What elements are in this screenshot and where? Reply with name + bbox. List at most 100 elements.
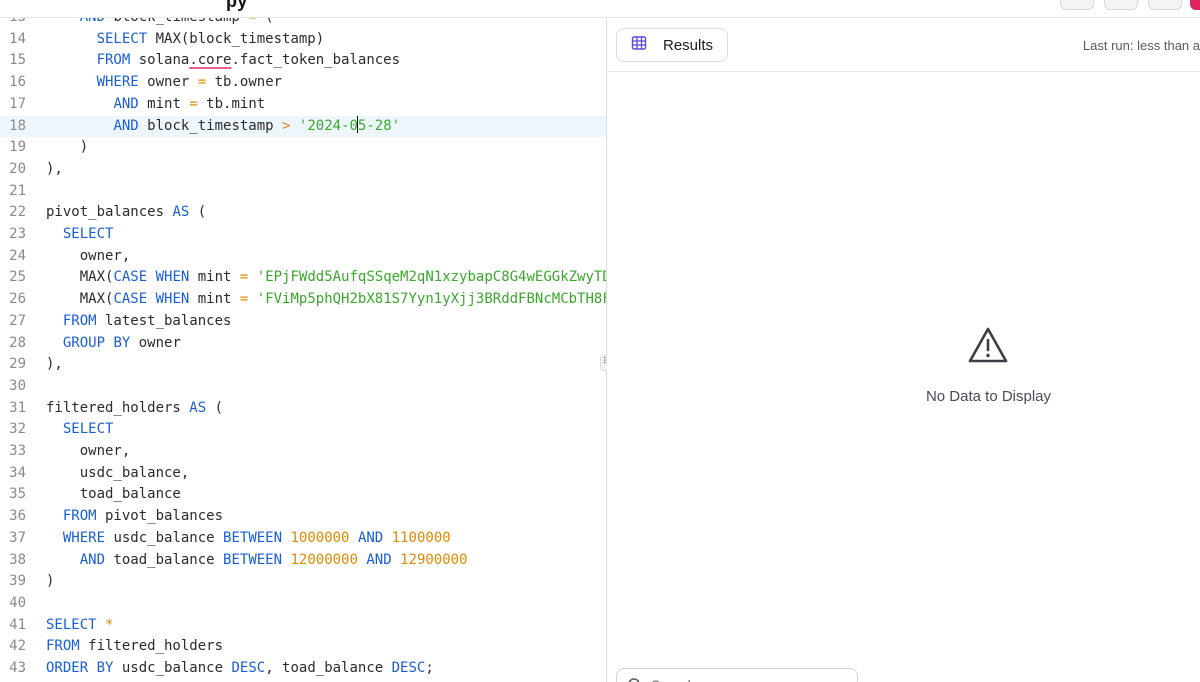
- code-token: [350, 530, 358, 546]
- sql-keyword: WHERE: [96, 74, 139, 91]
- code-token: [248, 269, 256, 285]
- line-number: 35: [9, 486, 26, 503]
- code-token: [88, 660, 96, 676]
- sql-keyword: FROM: [62, 312, 97, 329]
- sql-code-editor[interactable]: 13 AND block_timestamp = (14 SELECT MAX(…: [0, 18, 606, 682]
- operator: =: [189, 95, 198, 112]
- code-line[interactable]: 20),: [0, 159, 606, 181]
- code-line[interactable]: 35 toad_balance: [0, 484, 606, 506]
- code-line[interactable]: 25 MAX(CASE WHEN mint = 'EPjFWdd5AufqSSq…: [0, 267, 606, 289]
- code-token: (: [189, 204, 207, 221]
- code-token: MAX(: [46, 291, 114, 308]
- code-token: [46, 52, 97, 68]
- results-header: Results Last run: less than a: [607, 18, 1200, 72]
- line-number: 17: [9, 95, 26, 112]
- sql-keyword: SELECT: [96, 30, 148, 47]
- code-token: ): [46, 139, 89, 156]
- code-line[interactable]: 18 AND block_timestamp > '2024-05-28': [0, 115, 606, 138]
- line-number: 13: [0, 18, 26, 29]
- code-line[interactable]: 39): [0, 571, 606, 593]
- line-number: 18: [9, 117, 26, 134]
- code-token: ),: [46, 160, 63, 177]
- sql-keyword: DESC: [231, 660, 266, 676]
- code-token: block_timestamp: [138, 117, 283, 134]
- code-line[interactable]: 37 WHERE usdc_balance BETWEEN 1000000 AN…: [0, 528, 606, 550]
- code-token: pivot_balances: [46, 204, 173, 221]
- code-line[interactable]: 16 WHERE owner = tb.owner: [0, 72, 606, 94]
- line-number: 37: [9, 529, 26, 546]
- line-number: 34: [9, 464, 26, 481]
- toolbar-button-2[interactable]: [1104, 0, 1138, 10]
- code-line[interactable]: 19 ): [0, 137, 606, 159]
- code-line[interactable]: 13 AND block_timestamp = (: [0, 18, 606, 29]
- operator: =: [197, 74, 207, 91]
- string-literal: 'FViMp5phQH2bX81S7Yyn1yXjj3BRddFBNcMCbTH…: [256, 291, 606, 308]
- code-line[interactable]: 40: [0, 593, 606, 615]
- results-search-box[interactable]: [616, 668, 858, 682]
- code-text: FROM latest_balances: [46, 311, 232, 333]
- code-line[interactable]: 24 owner,: [0, 246, 606, 268]
- code-token: ): [46, 573, 55, 590]
- code-line[interactable]: 36 FROM pivot_balances: [0, 506, 606, 528]
- line-number: 39: [9, 573, 26, 590]
- code-line[interactable]: 15 FROM solana.core.fact_token_balances: [0, 50, 606, 72]
- code-token: toad_balance: [46, 486, 181, 503]
- line-number: 15: [9, 52, 26, 69]
- number-literal: 1100000: [391, 529, 451, 546]
- code-text: FROM pivot_balances: [46, 506, 223, 528]
- code-line[interactable]: 26 MAX(CASE WHEN mint = 'FViMp5phQH2bX81…: [0, 289, 606, 311]
- toolbar-button-3[interactable]: [1148, 0, 1182, 10]
- code-token: pivot_balances: [96, 508, 224, 525]
- last-run-status: Last run: less than a: [1082, 38, 1200, 53]
- code-token: [46, 118, 113, 134]
- code-text: GROUP BY owner: [46, 333, 181, 355]
- tab-results[interactable]: Results: [616, 28, 728, 62]
- sql-keyword: BETWEEN: [223, 551, 283, 568]
- operator: =: [248, 18, 256, 25]
- code-text: owner,: [46, 441, 131, 463]
- line-number: 33: [9, 443, 26, 459]
- code-token: latest_balances: [96, 312, 232, 329]
- code-line[interactable]: 33 owner,: [0, 441, 606, 463]
- code-token: [392, 552, 400, 568]
- sql-keyword: AS: [189, 399, 207, 416]
- code-line[interactable]: 14 SELECT MAX(block_timestamp): [0, 29, 606, 51]
- code-token: [46, 31, 97, 47]
- code-text: filtered_holders AS (: [46, 398, 223, 420]
- string-literal: '2024-0: [298, 117, 358, 134]
- code-token: , toad_balance: [265, 660, 392, 676]
- sql-keyword: BETWEEN: [223, 529, 283, 546]
- code-text: toad_balance: [46, 484, 181, 506]
- search-input[interactable]: [651, 675, 841, 682]
- sql-keyword: FROM: [96, 52, 131, 69]
- code-line[interactable]: 23 SELECT: [0, 224, 606, 246]
- code-token: [46, 226, 63, 242]
- code-line[interactable]: 29),: [0, 354, 606, 376]
- code-line[interactable]: 28 GROUP BY owner: [0, 333, 606, 355]
- pane-splitter[interactable]: [606, 18, 607, 682]
- code-line[interactable]: 32 SELECT: [0, 419, 606, 441]
- code-line[interactable]: 17 AND mint = tb.mint: [0, 94, 606, 116]
- toolbar-run-button[interactable]: [1190, 0, 1200, 10]
- code-text: MAX(CASE WHEN mint = 'FViMp5phQH2bX81S7Y…: [46, 289, 606, 311]
- code-token: [46, 508, 63, 524]
- code-line[interactable]: 38 AND toad_balance BETWEEN 12000000 AND…: [0, 550, 606, 572]
- sql-keyword: AND: [366, 551, 392, 568]
- sql-keyword: SELECT: [62, 421, 114, 438]
- code-line[interactable]: 34 usdc_balance,: [0, 463, 606, 485]
- code-line[interactable]: 27 FROM latest_balances: [0, 311, 606, 333]
- code-token: MAX(: [46, 269, 114, 286]
- code-token: owner,: [46, 247, 131, 264]
- toolbar-button-1[interactable]: [1060, 0, 1094, 10]
- code-text: MAX(CASE WHEN mint = 'EPjFWdd5AufqSSqeM2…: [46, 267, 606, 289]
- code-line[interactable]: 21: [0, 181, 606, 203]
- code-text: SELECT: [46, 419, 114, 441]
- operator: =: [239, 269, 249, 286]
- code-line[interactable]: 30: [0, 376, 606, 398]
- code-token: [46, 421, 63, 437]
